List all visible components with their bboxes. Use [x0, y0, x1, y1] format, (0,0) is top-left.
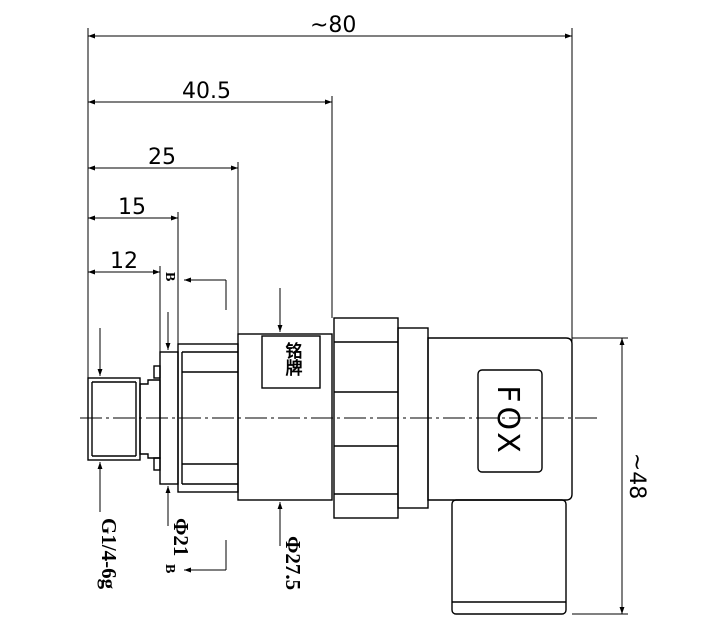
- nameplate-box: [261, 335, 321, 389]
- section-mark-bottom: B: [162, 564, 177, 573]
- transmitter-body: [87, 317, 573, 615]
- dim-80-label: ~80: [310, 13, 356, 38]
- dim-48-label: ~48: [624, 453, 649, 499]
- callout-leaders: [97, 277, 283, 573]
- dimension-lines: [88, 33, 625, 614]
- brand-text: FOX: [490, 385, 525, 457]
- nameplate-label: 铭牌: [283, 341, 303, 377]
- connector-housing: [427, 337, 573, 501]
- dim-40-5-label: 40.5: [182, 79, 231, 104]
- main-cylinder: [237, 333, 333, 501]
- dim-25-label: 25: [148, 145, 176, 170]
- phi21-callout: Φ21: [169, 518, 193, 556]
- brand-plate: [477, 369, 543, 473]
- thread-end: [87, 377, 141, 461]
- dim-12-label: 12: [110, 249, 138, 274]
- section-mark-top: B: [162, 272, 177, 281]
- cable-gland: [451, 499, 567, 615]
- thread-callout: G1/4-6g: [97, 518, 121, 590]
- dim-15-label: 15: [118, 195, 146, 220]
- phi27-5-callout: Φ27.5: [281, 536, 305, 590]
- neck: [139, 379, 161, 459]
- extension-lines: [87, 28, 628, 615]
